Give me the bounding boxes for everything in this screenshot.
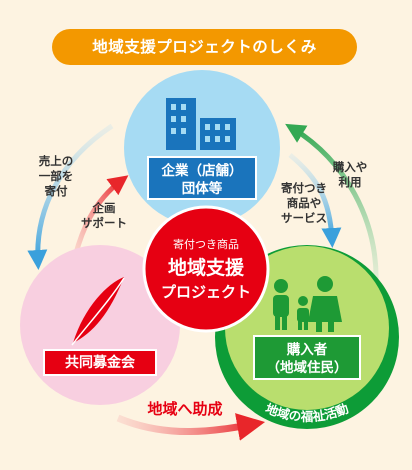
label-company-to-fund-3: 寄付	[45, 184, 68, 198]
buyer-label-line1: 購入者	[286, 341, 328, 358]
center-label-line1: 地域支援	[168, 256, 245, 279]
center-label-line2: プロジェクト	[161, 283, 251, 301]
feather-pen-icon	[71, 277, 125, 346]
arrow-buyer-to-company	[285, 123, 379, 285]
fund-label-box	[43, 349, 157, 376]
label-company-to-buyer-3: サービス	[281, 211, 327, 225]
label-buyer-to-company-2: 利用	[338, 175, 362, 189]
buyer-label-line2: （地域住民）	[267, 359, 348, 376]
fund-label: 共同募金会	[65, 354, 136, 371]
company-label-line2: 団体等	[182, 180, 223, 197]
buyer-ring-label: 地域の福祉活動	[263, 401, 350, 424]
center-small-label: 寄付つき商品	[173, 237, 239, 251]
company-label-box	[147, 156, 257, 200]
arrow-fund-to-buyer	[116, 413, 266, 441]
label-fund-to-company-2: サポート	[81, 216, 127, 230]
arrow-company-to-buyer	[288, 153, 342, 248]
page-title: 地域支援プロジェクトのしくみ	[52, 29, 357, 65]
label-company-to-buyer-2: 商品や	[287, 196, 322, 210]
label-company-to-fund-2: 一部を	[39, 169, 74, 183]
family-icon	[273, 276, 342, 332]
label-fund-to-company-1: 企画	[92, 201, 116, 215]
label-fund-to-buyer: 地域へ助成	[147, 400, 222, 418]
arrow-company-to-fund	[27, 123, 114, 270]
label-buyer-to-company-1: 購入や	[332, 160, 368, 174]
label-company-to-buyer-1: 寄付つき	[281, 181, 327, 195]
company-label-line1: 企業（店舗）	[161, 162, 243, 179]
building-icon	[166, 98, 236, 150]
label-company-to-fund-1: 売上の	[39, 154, 74, 168]
buyer-label-box	[253, 335, 361, 380]
center-circle	[142, 205, 270, 333]
